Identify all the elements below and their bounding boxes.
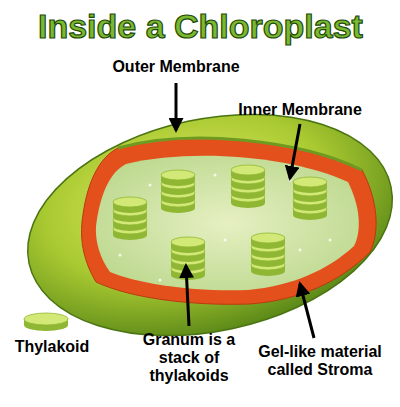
part-label: Granum is a stack of thylakoids xyxy=(136,331,242,385)
granum xyxy=(251,233,285,276)
stroma xyxy=(96,156,359,291)
part-label: Gel-like material called Stroma xyxy=(244,343,396,379)
granum xyxy=(231,165,265,208)
diagram-title: Inside a Chloroplast xyxy=(38,8,363,45)
granum xyxy=(293,177,327,220)
outer-membrane xyxy=(7,83,400,367)
thylakoid-disc xyxy=(24,313,68,331)
part-label: Thylakoid xyxy=(4,338,100,356)
inner-membrane xyxy=(82,138,377,304)
granum xyxy=(171,237,205,280)
part-label: Outer Membrane xyxy=(108,58,244,76)
leader-arrow xyxy=(186,266,189,326)
leader-arrow xyxy=(300,284,314,338)
granum xyxy=(113,197,147,240)
part-label: Inner Membrane xyxy=(232,101,368,119)
granum xyxy=(161,170,195,213)
leader-arrow xyxy=(290,124,300,178)
leader-arrow xyxy=(175,83,178,130)
